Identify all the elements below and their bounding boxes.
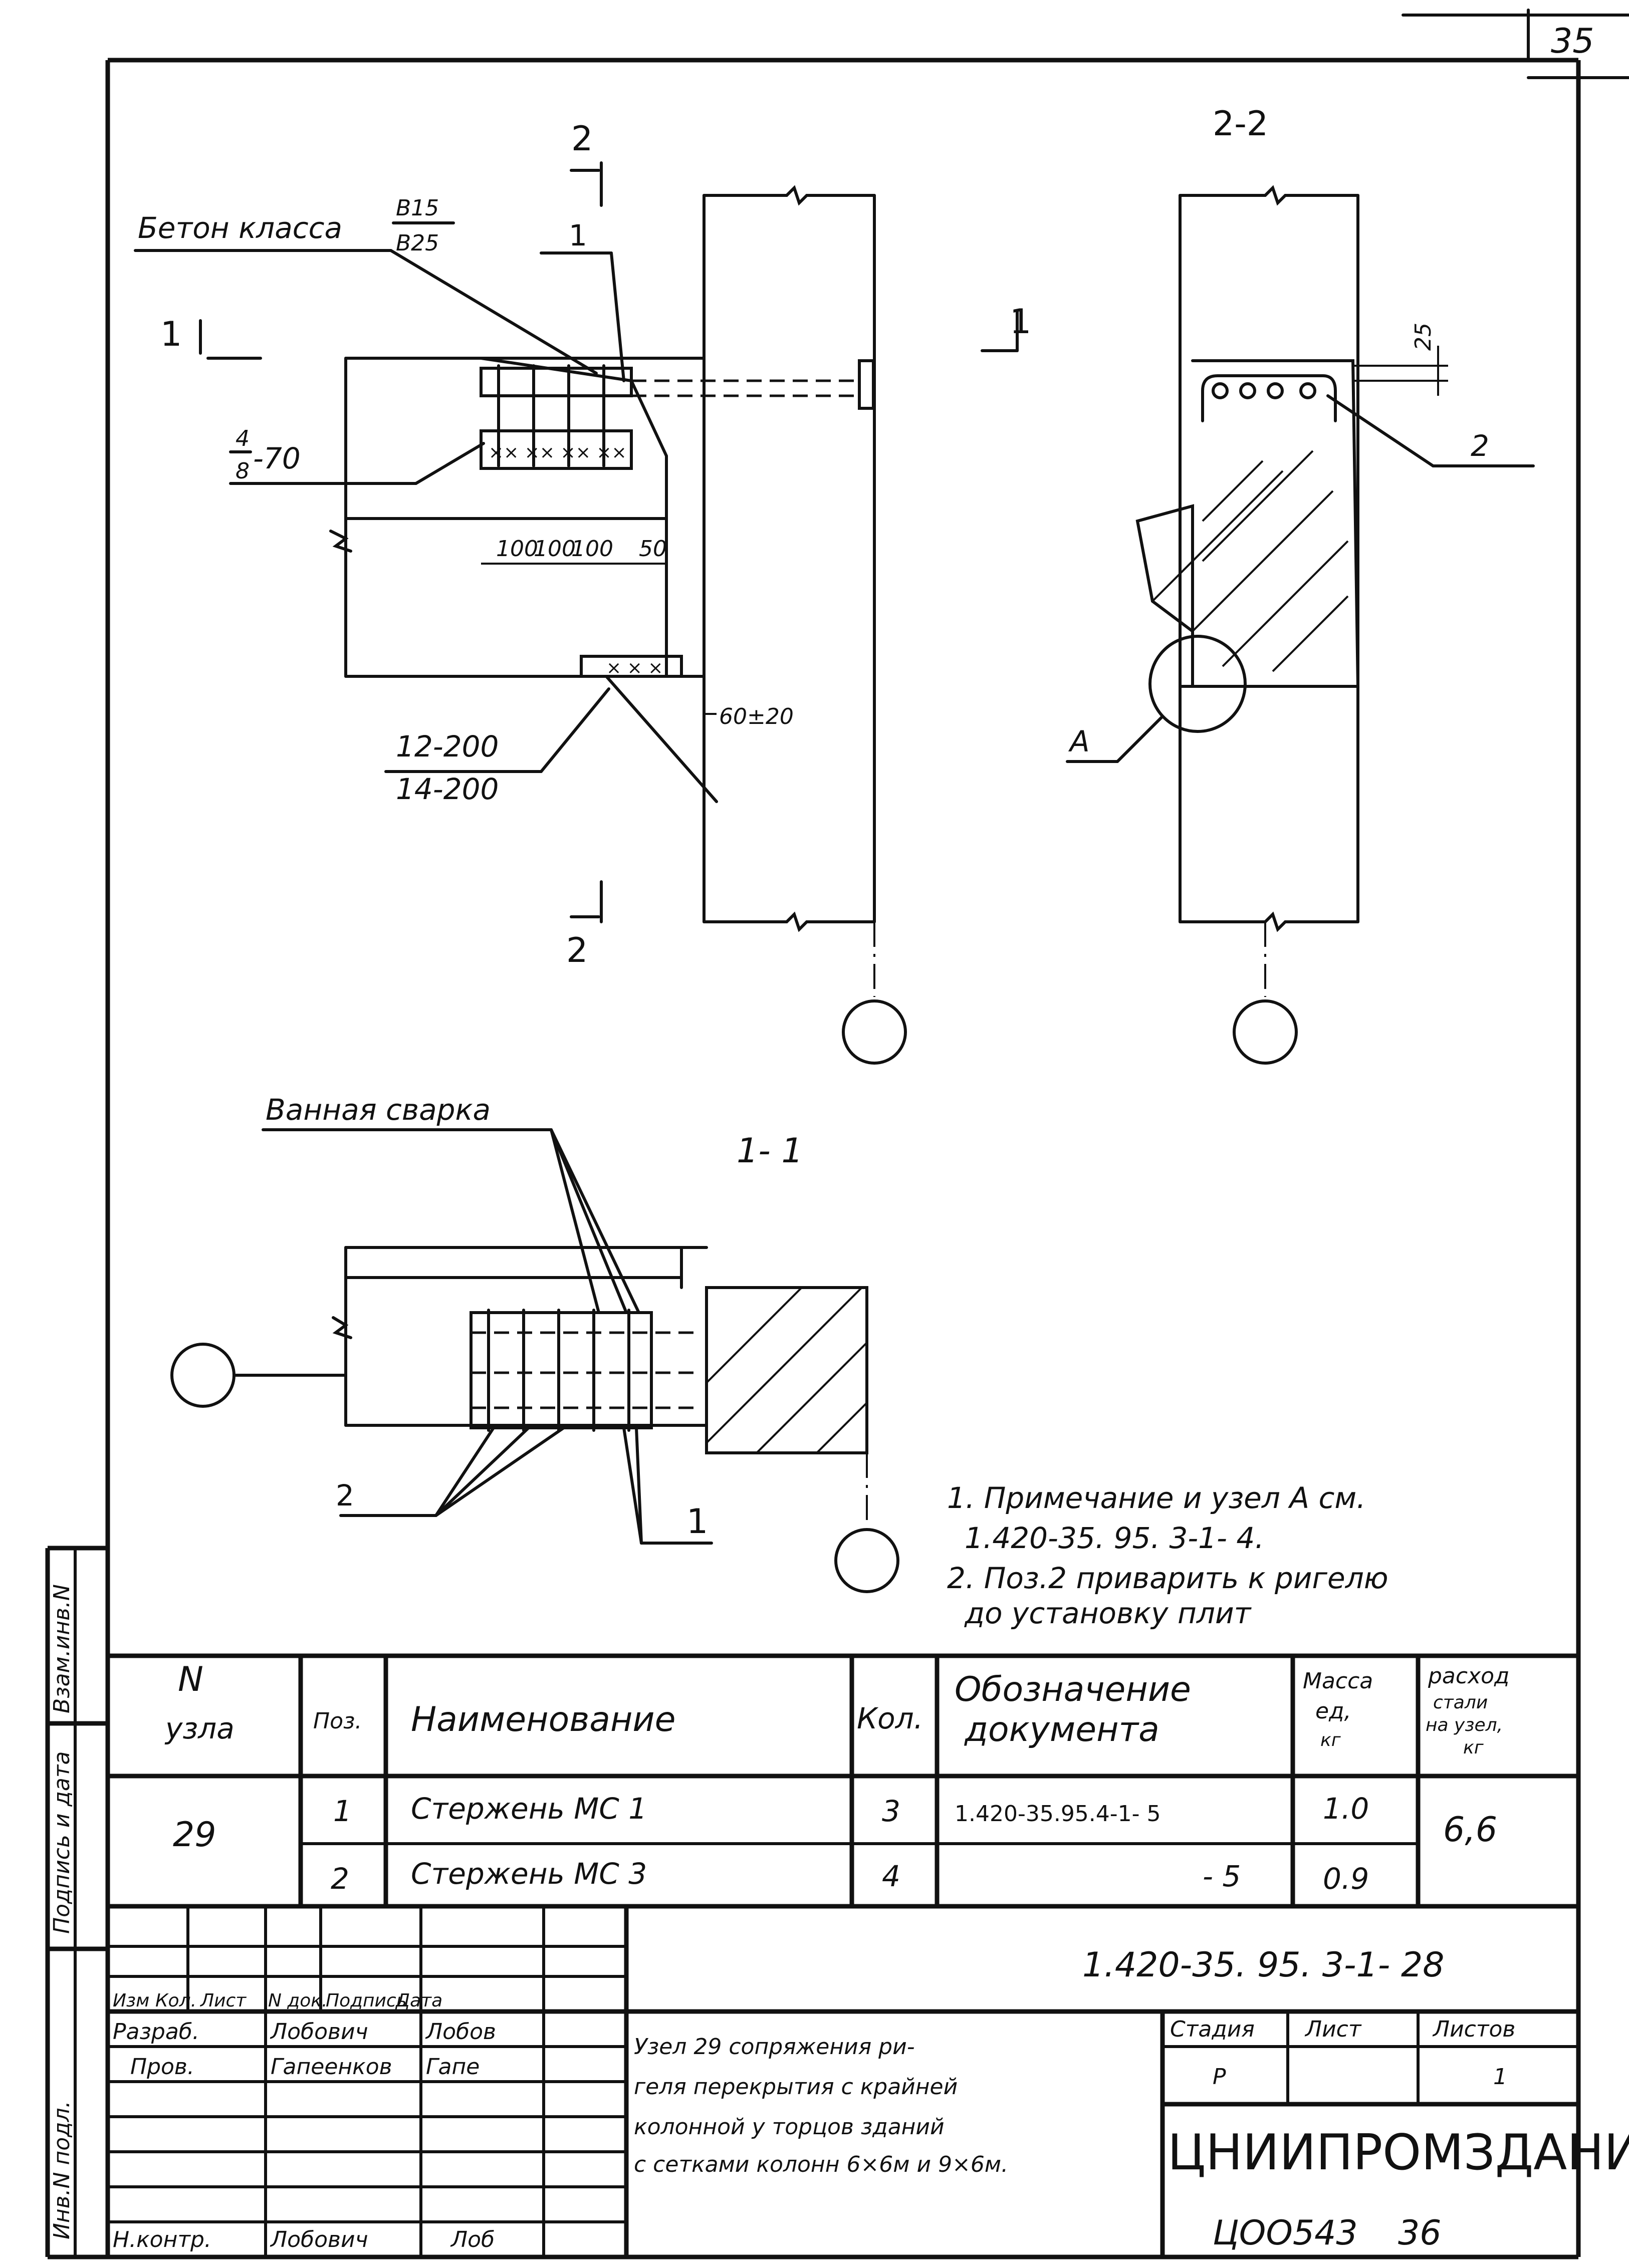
section-2-top-mark: 2 (571, 119, 593, 159)
cell-doc-1: 1.420-35.95.4-1- 5 (955, 1801, 1161, 1827)
th-name: Наименование (411, 1700, 675, 1739)
th-node-bottom: узла (164, 1711, 235, 1745)
bath-weld-label: Ванная сварка (266, 1093, 491, 1127)
view-1-1-title: 1- 1 (737, 1131, 803, 1171)
th-steel-top: расход (1428, 1663, 1509, 1689)
page-number: 35 (1551, 22, 1594, 61)
section-2-2-view (981, 185, 1535, 1065)
tb-name-2: Гапеенков (271, 2054, 392, 2080)
section-1-1-view (170, 1128, 899, 1593)
tb-name-3: Лобович (270, 2227, 368, 2252)
th-doc-top: Обозначение (955, 1670, 1191, 1709)
tb-col-list: Лист (199, 1990, 247, 2011)
title-line-2: геля перекрытия с крайней (634, 2074, 958, 2100)
cell-doc-2: - 5 (1203, 1859, 1241, 1893)
cell-qty-2: 4 (882, 1859, 900, 1893)
weld-leg-top: 4 (236, 426, 250, 451)
title-block-grid (106, 1905, 1580, 2258)
title-line-4: с сетками колонн 6×6м и 9×6м. (634, 2152, 1008, 2177)
title-line-3: колонной у торцов зданий (634, 2114, 945, 2140)
tb-signature-2: Гапе (426, 2054, 480, 2080)
svg-text:× × ×: × × × (606, 658, 663, 678)
cell-pos-1: 1 (333, 1794, 352, 1828)
stamp-inv-replaced: Взам.инв.N (49, 1584, 75, 1713)
th-pos: Поз. (313, 1708, 362, 1734)
spec-table-grid (108, 1653, 1578, 1909)
cell-pos-2: 2 (331, 1862, 349, 1896)
cell-name-2: Стержень МС 3 (411, 1857, 647, 1891)
archive-sheet: 36 (1398, 2213, 1442, 2253)
tb-col-ndoc: N док. (268, 1990, 327, 2011)
dim-2: 100 (534, 536, 576, 562)
pos-2-label-bottom: 2 (336, 1478, 354, 1513)
stamp-sign-date: Подпись и дата (49, 1751, 75, 1934)
cell-qty-1: 3 (882, 1794, 900, 1828)
tb-signature-3: Лоб (450, 2227, 495, 2252)
sheet-label: Лист (1304, 2017, 1362, 2042)
note-line-4: до установку плит (964, 1596, 1252, 1630)
concrete-class-top: B15 (396, 195, 439, 221)
svg-text:×× ×× ×× ××: ×× ×× ×× ×× (489, 442, 627, 463)
dim-4: 50 (639, 536, 667, 562)
th-steel-mid1: стали (1433, 1692, 1488, 1713)
tb-role-1: Разраб. (113, 2019, 199, 2045)
tb-col-date: Дата (395, 1990, 442, 2011)
pos-1-label: 1 (569, 218, 587, 253)
weld-leg-bottom: 8 (236, 458, 250, 484)
th-steel-bottom: кг (1463, 1737, 1484, 1758)
plate-top: 12-200 (396, 729, 499, 764)
th-mass-mid: ед, (1315, 1698, 1351, 1724)
cell-name-1: Стержень МС 1 (411, 1792, 647, 1826)
plate-bottom: 14-200 (396, 772, 499, 806)
tb-col-kol: Кол. (155, 1990, 196, 2011)
tb-role-2: Пров. (130, 2054, 194, 2080)
gap-dim: 60±20 (719, 704, 794, 729)
stage-value: Р (1213, 2064, 1226, 2090)
note-line-1: 1. Примечание и узел А см. (947, 1481, 1366, 1515)
note-line-3: 2. Поз.2 приварить к ригелю (947, 1561, 1388, 1595)
dim-1: 100 (496, 536, 538, 562)
stage-label: Стадия (1170, 2017, 1255, 2042)
doc-designation: 1.420-35. 95. 3-1- 28 (1082, 1945, 1444, 1985)
section-1-right-mark: 1 (1010, 302, 1031, 342)
sheets-value: 1 (1493, 2064, 1507, 2090)
dim-3: 100 (571, 536, 613, 562)
tb-role-3: Н.контр. (113, 2227, 211, 2252)
th-mass-top: Масса (1303, 1668, 1373, 1694)
th-node-top: N (178, 1660, 203, 1699)
tb-col-sign: Подпись (326, 1990, 407, 2011)
dim-25: 25 (1411, 323, 1436, 351)
cell-mass-2: 0.9 (1323, 1862, 1369, 1896)
cell-total-steel: 6,6 (1443, 1810, 1497, 1850)
tb-col-izm: Изм (113, 1990, 149, 2011)
th-steel-mid2: на узел, (1426, 1715, 1503, 1735)
cell-node: 29 (173, 1815, 216, 1855)
th-mass-bottom: кг (1320, 1730, 1341, 1750)
tb-signature-1: Лобов (425, 2019, 496, 2045)
weld-length: -70 (253, 441, 301, 475)
pos-1-label-bottom: 1 (686, 1502, 708, 1542)
tb-name-1: Лобович (270, 2019, 368, 2045)
stamp-inv-original: Инв.N подл. (49, 2101, 75, 2239)
elevation-view: ×× ×× ×× ×× × × × (134, 161, 907, 1065)
side-stamp (45, 1546, 108, 2259)
title-line-1: Узел 29 сопряжения ри- (634, 2034, 915, 2060)
node-a-label: A (1068, 724, 1090, 759)
organization: ЦНИИПРОМЗДАНИЙ (1168, 2124, 1629, 2181)
th-doc-bottom: документа (964, 1710, 1159, 1749)
sheets-label: Листов (1432, 2017, 1515, 2042)
pos-2-label-right: 2 (1471, 429, 1489, 463)
cell-mass-1: 1.0 (1323, 1792, 1369, 1826)
section-2-bottom-mark: 2 (566, 931, 588, 970)
view-2-2-title: 2-2 (1213, 104, 1268, 144)
archive-number: ЦОО543 (1213, 2213, 1358, 2253)
sheet-frame (105, 9, 1629, 2259)
note-line-2: 1.420-35. 95. 3-1- 4. (965, 1521, 1264, 1555)
section-1-left-mark: 1 (160, 315, 182, 354)
concrete-label: Бетон класса (138, 211, 342, 245)
concrete-class-bottom: B25 (396, 230, 439, 256)
th-qty: Кол. (857, 1701, 923, 1735)
